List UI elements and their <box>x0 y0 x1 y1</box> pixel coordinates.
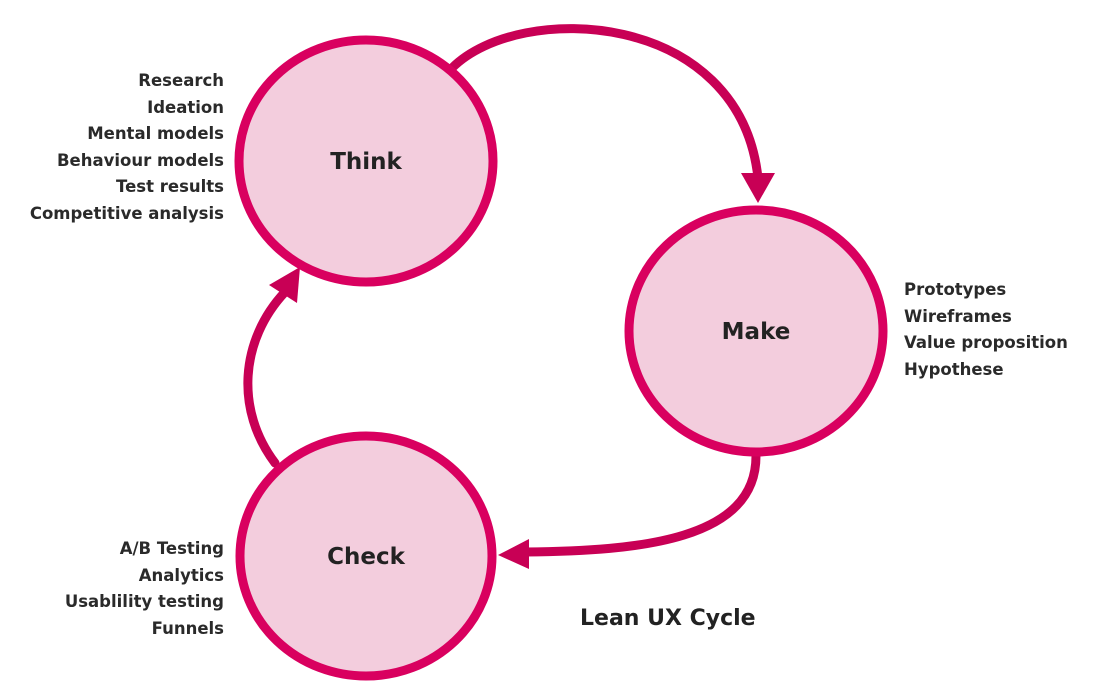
list-item: Hypothese <box>904 359 1004 379</box>
list-item: Test results <box>116 177 224 197</box>
list-item: Value proposition <box>904 333 1068 353</box>
diagram-title: Lean UX Cycle <box>580 606 756 631</box>
arrow-think-to-make <box>447 24 763 183</box>
arrowhead-make-to-check <box>498 539 529 569</box>
list-item: Research <box>138 71 224 90</box>
node-make: Make <box>624 205 888 457</box>
node-think-label: Think <box>330 149 402 175</box>
list-item: Competitive analysis <box>29 203 224 223</box>
list-item: A/B Testing <box>119 539 224 558</box>
arrow-check-to-think <box>243 287 290 468</box>
check-items-list: A/B Testing Analytics Usablility testing… <box>65 536 224 642</box>
arrowhead-check-to-think <box>269 267 300 303</box>
node-check: Check <box>235 431 497 681</box>
think-items-list: Research Ideation Mental models Behaviou… <box>30 68 224 228</box>
list-item: Ideation <box>147 97 224 117</box>
node-check-label: Check <box>327 544 405 570</box>
arrow-make-check <box>520 451 761 557</box>
list-item: Mental models <box>87 124 224 144</box>
list-item: Analytics <box>138 565 224 585</box>
list-item: Behaviour models <box>56 150 224 170</box>
list-item: Wireframes <box>904 306 1012 326</box>
list-item: Prototypes <box>904 280 1007 299</box>
arrowhead-think-to-make <box>741 173 775 203</box>
list-item: Funnels <box>151 618 224 638</box>
list-item: Usablility testing <box>64 592 224 612</box>
node-make-label: Make <box>722 319 791 345</box>
node-think: Think <box>234 35 498 287</box>
make-items-list: Prototypes Wireframes Value proposition … <box>904 277 1068 383</box>
